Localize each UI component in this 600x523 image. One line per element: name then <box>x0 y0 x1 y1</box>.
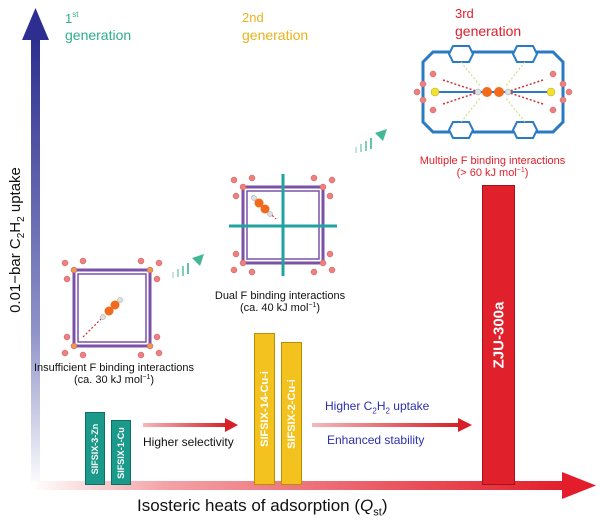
framework-structure-3 <box>413 45 573 139</box>
framework-structure-2 <box>229 174 337 276</box>
framework-structure-1 <box>61 257 163 359</box>
guest-molecule-icon <box>474 87 512 97</box>
bar-label: SIFSIX-1-Cu <box>116 426 126 479</box>
bar-label: SIFSIX-2-Cu-i <box>285 378 298 449</box>
uptake-label: Higher C2H2 uptake <box>325 399 430 416</box>
bar-zju-300a: ZJU-300a <box>482 185 515 485</box>
bar-sifsix-1-cu: SIFSIX-1-Cu <box>111 420 131 485</box>
selectivity-label: Higher selectivity <box>143 435 234 449</box>
bar-sifsix-3-zn: SIFSIX-3-Zn <box>85 412 105 485</box>
selectivity-arrow <box>143 418 238 432</box>
bar-label: SIFSIX-14-Cu-i <box>258 371 271 447</box>
bar-sifsix-2-cu-i: SIFSIX-2-Cu-i <box>281 342 302 485</box>
caption-generation-1: Insufficient F binding interactions (ca.… <box>34 362 194 386</box>
bar-sifsix-14-cu-i: SIFSIX-14-Cu-i <box>254 333 275 485</box>
guest-molecule-icon <box>100 297 123 320</box>
progress-arrow-icon <box>355 129 387 153</box>
generation-2-ordinal: 2nd <box>242 10 264 25</box>
x-axis-label: Isosteric heats of adsorption (Qst) <box>137 496 388 519</box>
y-axis-label: 0.01−bar C2H2 uptake <box>7 167 27 313</box>
uptake-arrow <box>312 418 472 432</box>
bar-label: SIFSIX-3-Zn <box>90 423 100 474</box>
generation-2-label: generation <box>242 27 309 43</box>
generation-1-ordinal: 1st <box>65 10 79 26</box>
x-axis-arrow <box>32 472 596 499</box>
stability-label: Enhanced stability <box>327 433 425 447</box>
generation-1-label: generation <box>65 27 132 43</box>
caption-generation-3: Multiple F binding interactions (> 60 kJ… <box>419 155 566 179</box>
bar-label: ZJU-300a <box>490 301 507 369</box>
progress-arrow-icon <box>172 254 204 278</box>
y-axis-arrow <box>22 8 49 488</box>
generation-3-ordinal: 3rd <box>455 6 474 21</box>
caption-generation-2: Dual F binding interactions (ca. 40 kJ m… <box>214 290 346 314</box>
generation-3-label: generation <box>455 23 522 39</box>
guest-molecule-icon <box>251 195 273 217</box>
